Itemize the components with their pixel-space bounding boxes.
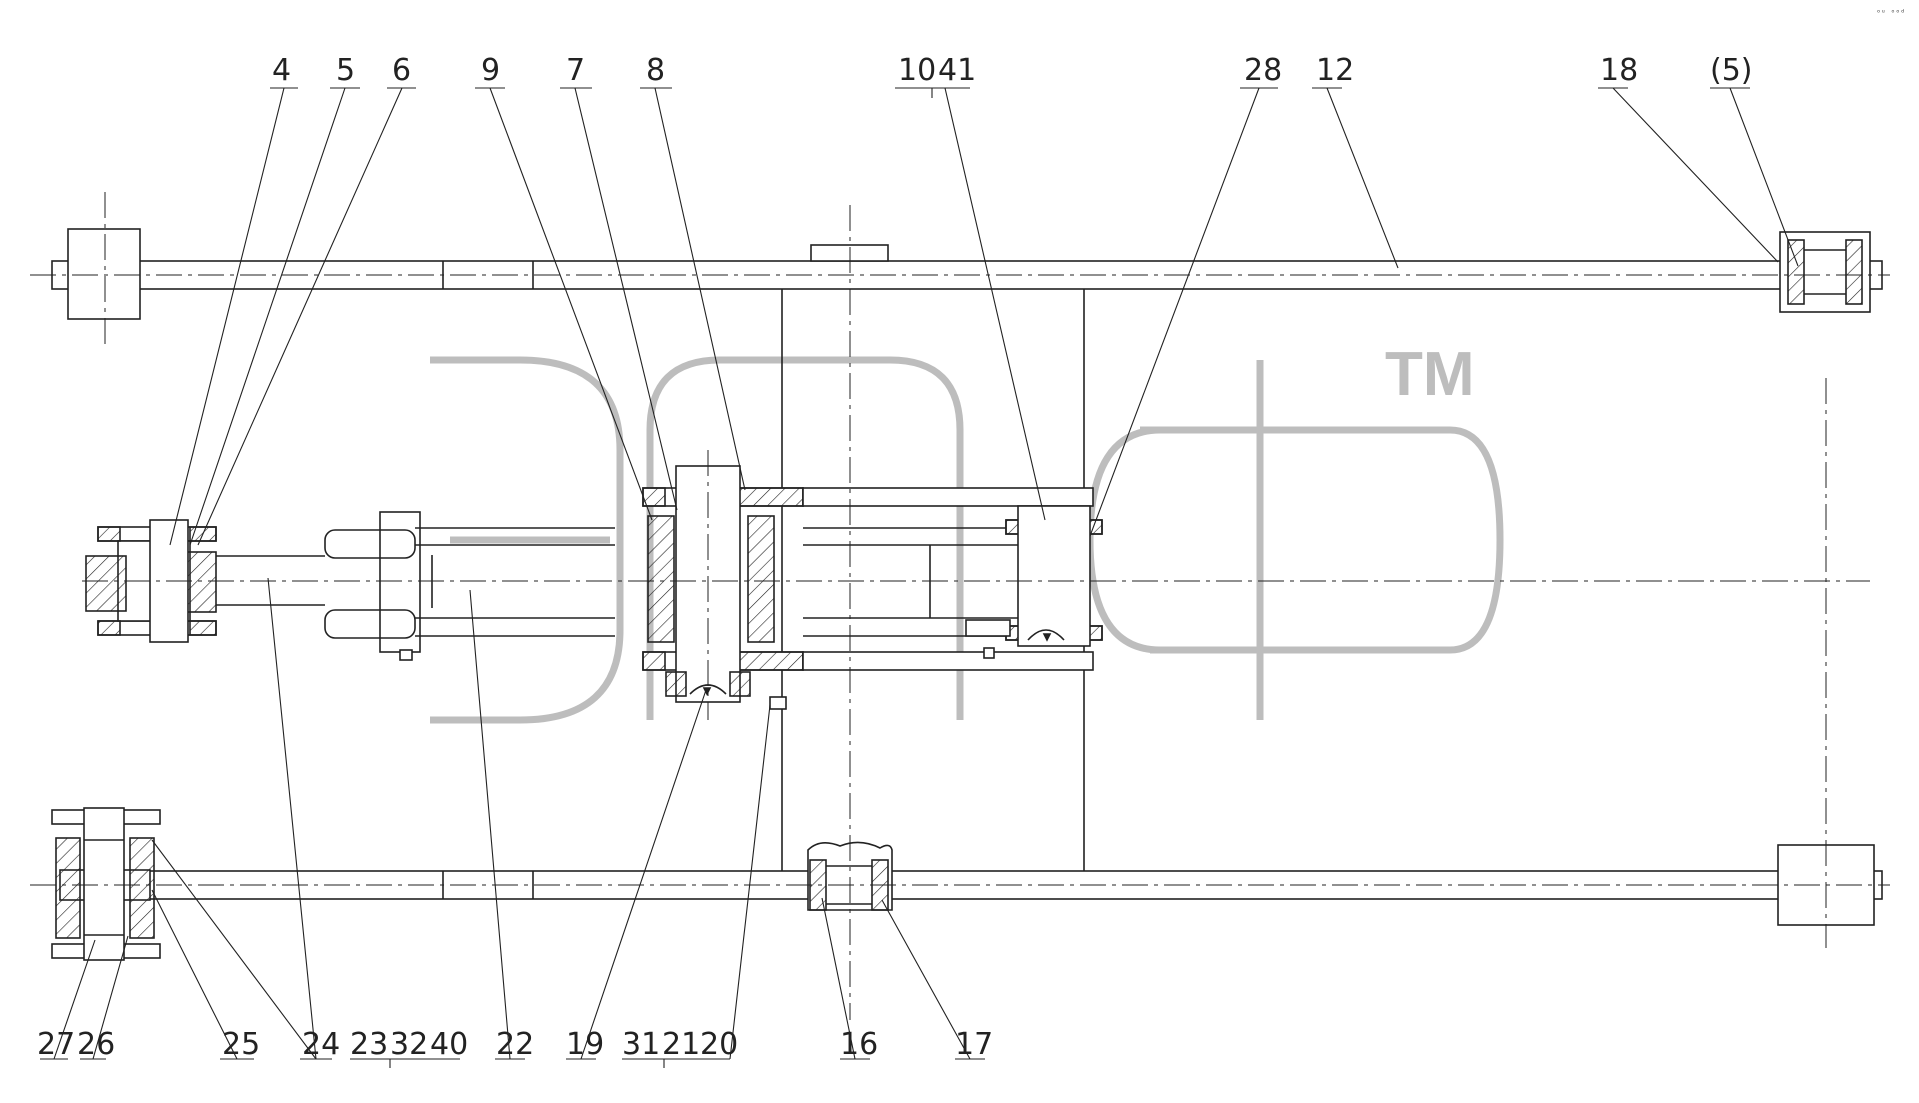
callout-7: 7	[566, 53, 585, 88]
callout-26: 26	[77, 1027, 115, 1062]
center-pin-assembly	[642, 465, 804, 710]
callout-5-ref: (5)	[1710, 53, 1753, 88]
callout-8: 8	[646, 53, 665, 88]
callout-12: 12	[1316, 53, 1354, 88]
callout-28: 28	[1244, 53, 1282, 88]
callout-27: 27	[37, 1027, 75, 1062]
top-frame-bar	[51, 228, 1883, 320]
callout-20: 20	[700, 1027, 738, 1062]
link-rod	[216, 511, 615, 661]
right-link	[802, 487, 1094, 671]
callout-17: 17	[955, 1027, 993, 1062]
center-lines	[30, 192, 1890, 1020]
bottom-left-joint	[51, 807, 161, 961]
callout-21: 21	[662, 1027, 700, 1062]
callout-19: 19	[566, 1027, 604, 1062]
callout-6: 6	[392, 53, 411, 88]
watermark-logo: TM	[430, 340, 1504, 724]
callout-10: 10	[898, 53, 936, 88]
right-joint	[965, 505, 1103, 659]
callout-18: 18	[1600, 53, 1638, 88]
callout-9: 9	[481, 53, 500, 88]
callout-4: 4	[272, 53, 291, 88]
corner-mark: ᵒᵘ ᵒᵒᵈ	[1876, 8, 1905, 17]
callout-labels: 4 5 6 9 7 8 10 41 28 12 18 (5) 27 26 25 …	[37, 53, 1753, 1062]
callout-40: 40	[430, 1027, 468, 1062]
watermark-tm: TM	[1385, 340, 1475, 409]
callout-25: 25	[222, 1027, 260, 1062]
leader-lines	[40, 87, 1799, 1068]
callout-5: 5	[336, 53, 355, 88]
bushing-top-right	[1779, 231, 1871, 313]
linework	[51, 228, 1883, 961]
callout-16: 16	[840, 1027, 878, 1062]
callout-32: 32	[390, 1027, 428, 1062]
callout-23: 23	[350, 1027, 388, 1062]
callout-22: 22	[496, 1027, 534, 1062]
callout-24: 24	[302, 1027, 340, 1062]
callout-31: 31	[622, 1027, 660, 1062]
callout-41: 41	[938, 53, 976, 88]
